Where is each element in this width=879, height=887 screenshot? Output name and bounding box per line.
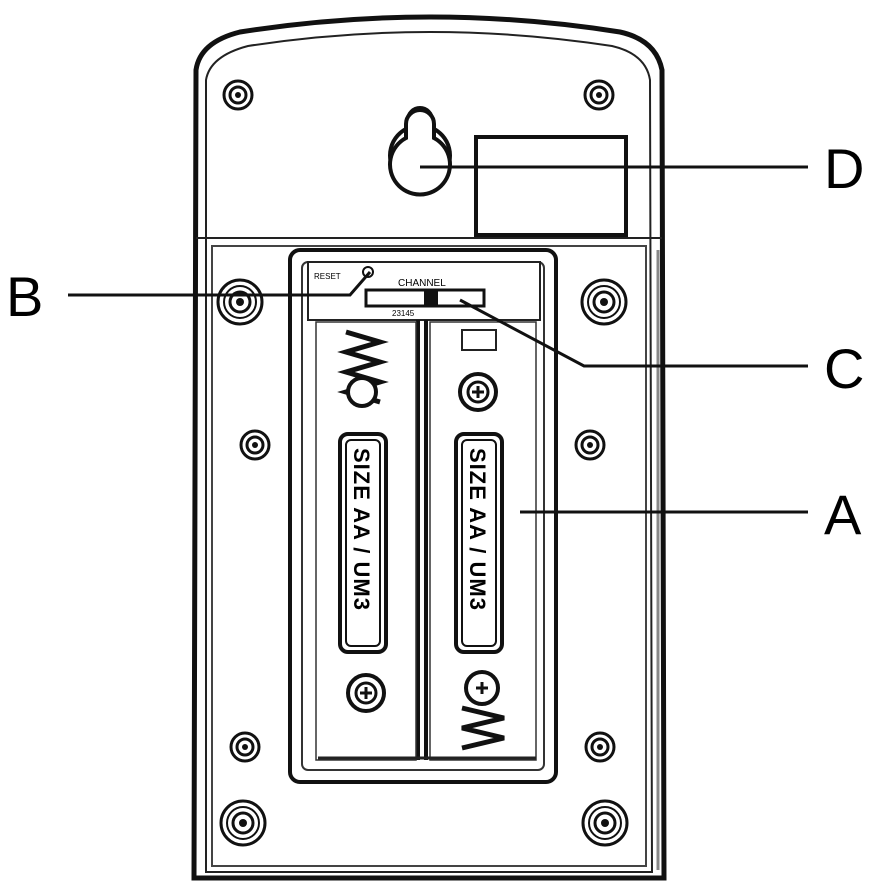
channel-switch-knob[interactable]: [424, 290, 438, 306]
screw-icon: [583, 79, 615, 111]
battery-label-right: SIZE AA / UM3: [465, 448, 490, 611]
channel-label: CHANNEL: [398, 278, 446, 289]
label-window: [474, 135, 628, 237]
switch-panel: RESET CHANNEL 23145: [314, 266, 486, 318]
spring-contact-icon: [346, 376, 500, 706]
plus-contact-icon: [458, 372, 498, 412]
screw-icon: [239, 429, 271, 461]
screw-icon: [216, 278, 264, 326]
screw-icon: [219, 799, 267, 847]
battery-slot-left: SIZE AA / UM3: [338, 432, 388, 654]
leader-line-b: [68, 271, 372, 297]
reset-button[interactable]: [362, 266, 374, 278]
leader-lines: [68, 165, 808, 514]
screw-icon: [229, 731, 261, 763]
leader-line-c: [459, 298, 808, 368]
callout-a: A: [824, 483, 862, 546]
callout-b: B: [6, 265, 43, 328]
callout-c: C: [824, 337, 864, 400]
screw-icon: [584, 731, 616, 763]
screw-icon: [581, 799, 629, 847]
channel-numbers: 23145: [392, 309, 415, 318]
screw-icon: [580, 278, 628, 326]
plus-contact-icon: [346, 673, 386, 713]
reset-label: RESET: [314, 272, 341, 281]
screw-icon: [574, 429, 606, 461]
battery-slot-right: SIZE AA / UM3: [454, 432, 504, 654]
screw-icon: [222, 79, 254, 111]
battery-label-left: SIZE AA / UM3: [349, 448, 374, 611]
callout-d: D: [824, 137, 864, 200]
